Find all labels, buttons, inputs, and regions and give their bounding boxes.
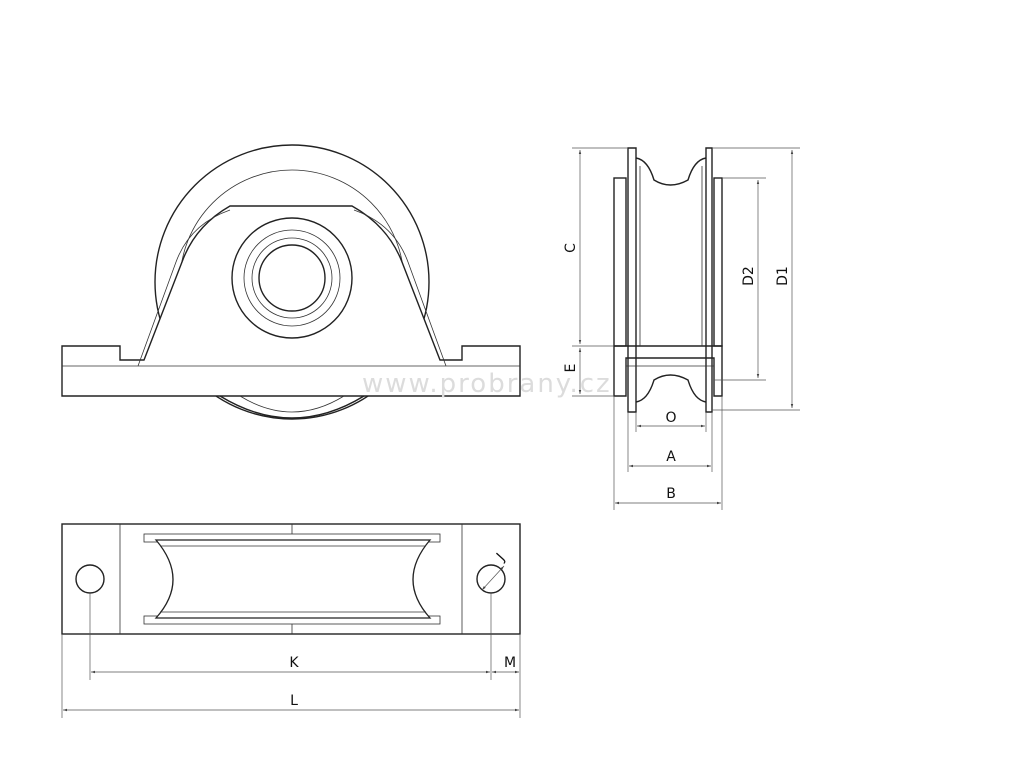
- side-dimensions: C E D2 D1 O A B: [563, 147, 800, 510]
- dim-d1-label: D1: [775, 266, 791, 286]
- dim-b-label: B: [666, 486, 676, 502]
- dim-l-label: L: [290, 693, 298, 709]
- top-base-plate: [61, 523, 521, 635]
- bearing-outer: [231, 217, 353, 339]
- bracket-body: [61, 205, 521, 397]
- dim-c-label: C: [563, 243, 579, 253]
- bearing-inner-ring: [251, 237, 333, 319]
- top-view: J: [61, 523, 521, 635]
- side-view: [613, 147, 723, 413]
- top-dimensions: K M L: [61, 593, 521, 718]
- dim-e-label: E: [563, 364, 579, 373]
- side-flange-right: [705, 147, 713, 413]
- side-groove-top: [635, 157, 707, 186]
- dim-o-label: O: [665, 410, 676, 426]
- side-plate-right: [713, 177, 723, 347]
- top-wheel: [154, 539, 432, 619]
- dim-k-label: K: [289, 655, 299, 671]
- bearing-bore: [258, 244, 326, 312]
- wheel-bottom-arc-inner: [239, 395, 345, 413]
- watermark: www.probrany.cz: [362, 369, 612, 399]
- dim-m-label: M: [504, 655, 516, 671]
- dim-d2-label: D2: [741, 266, 757, 286]
- side-flange-left: [627, 147, 637, 413]
- dim-j-label: J: [493, 550, 508, 565]
- side-groove-bottom: [635, 374, 707, 403]
- mounting-hole-left: [75, 564, 105, 594]
- dim-j-line: [481, 565, 505, 591]
- side-plate-left: [613, 177, 627, 347]
- wheel-bottom-arc: [219, 395, 365, 419]
- wheel-outer: [154, 144, 430, 420]
- bearing-ring: [243, 229, 341, 327]
- bracket-inner-edge: [137, 209, 447, 367]
- front-view: [61, 144, 521, 420]
- side-base: [613, 345, 723, 397]
- dim-a-label: A: [666, 449, 676, 465]
